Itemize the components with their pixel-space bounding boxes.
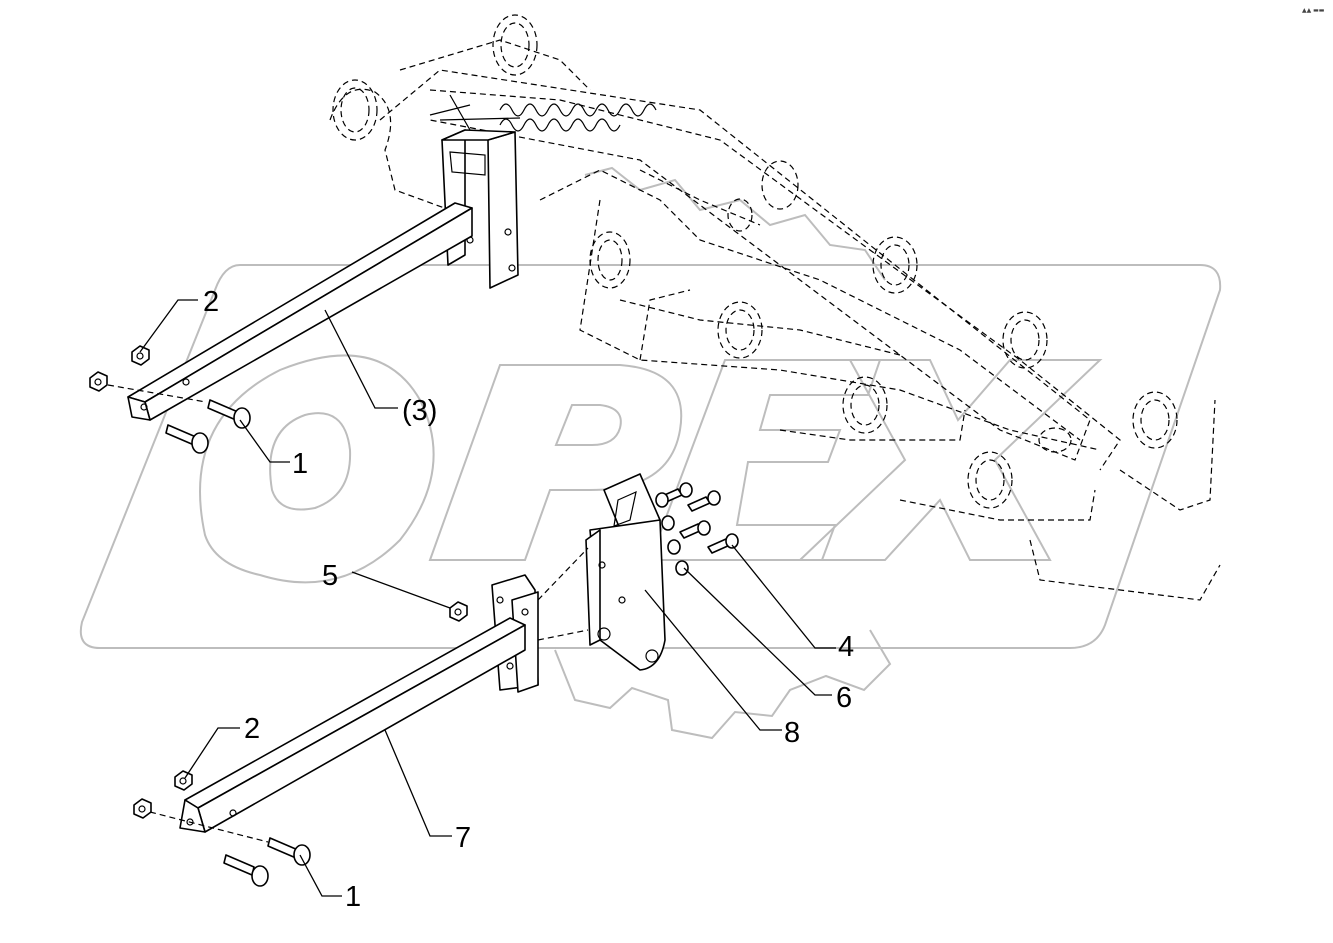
callout-1-upper: 1 <box>292 448 308 480</box>
lower-tine-arm <box>179 547 589 833</box>
hinge-bolts-washers <box>655 482 739 576</box>
callout-8: 8 <box>784 717 800 749</box>
hinge-bracket <box>585 473 666 671</box>
callout-labels: 2 (3) 1 5 4 6 8 2 7 1 <box>203 286 854 913</box>
callout-4: 4 <box>838 631 854 663</box>
upper-tine-arm <box>127 129 519 421</box>
callout-3-reference: (3) <box>402 395 437 427</box>
corner-mark: ▲▲ ▬▬ <box>1302 7 1325 14</box>
upper-fasteners <box>89 345 251 454</box>
rake-assembly-phantom <box>329 14 1221 601</box>
callout-6: 6 <box>836 682 852 714</box>
lower-fasteners <box>133 601 468 887</box>
callout-7: 7 <box>455 822 471 854</box>
callout-5: 5 <box>322 560 338 592</box>
callout-2-upper: 2 <box>203 286 219 318</box>
leader-lines <box>139 299 836 897</box>
callout-2-lower: 2 <box>244 713 260 745</box>
opex-watermark <box>79 166 1222 740</box>
tine-coils <box>332 14 1178 509</box>
callout-1-lower: 1 <box>345 881 361 913</box>
